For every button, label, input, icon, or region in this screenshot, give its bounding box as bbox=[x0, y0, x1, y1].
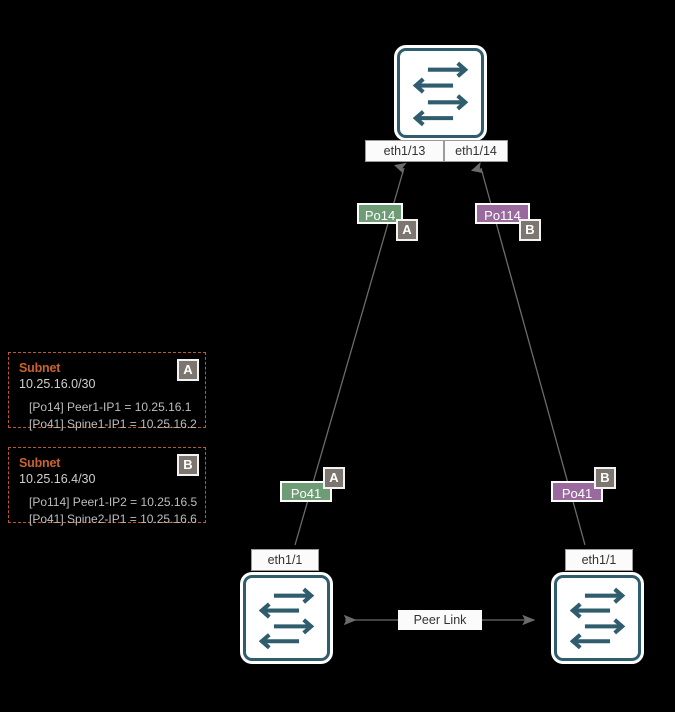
peer-link-label: Peer Link bbox=[398, 610, 482, 630]
switch-icon bbox=[412, 61, 469, 127]
badge-b-downlink: B bbox=[594, 467, 616, 489]
subnet-detail-line: [Po14] Peer1-IP1 = 10.25.16.1 bbox=[29, 400, 192, 414]
leaf-switch-1[interactable] bbox=[243, 575, 330, 661]
subnet-detail-line: [Po41] Spine2-IP1 = 10.25.16.6 bbox=[29, 512, 197, 526]
subnet-cidr: 10.25.16.4/30 bbox=[19, 472, 96, 486]
subnet-detail-line: [Po114] Peer1-IP2 = 10.25.16.5 bbox=[29, 495, 198, 509]
badge-a-downlink: A bbox=[323, 467, 345, 489]
po-label-po14[interactable]: Po14 bbox=[357, 203, 403, 224]
spine-port-eth1-13[interactable]: eth1/13 bbox=[365, 140, 444, 162]
subnet-title: Subnet bbox=[19, 361, 61, 375]
leaf-switch-2[interactable] bbox=[554, 575, 641, 661]
spine-switch[interactable] bbox=[397, 48, 484, 138]
switch-icon bbox=[258, 587, 315, 650]
spine-port-eth1-14[interactable]: eth1/14 bbox=[444, 140, 508, 162]
leaf2-port-eth1-1[interactable]: eth1/1 bbox=[565, 549, 633, 571]
subnet-box-b: Subnet 10.25.16.4/30 [Po114] Peer1-IP2 =… bbox=[8, 447, 206, 526]
badge-b-subnet: B bbox=[177, 454, 199, 476]
switch-icon bbox=[569, 587, 626, 650]
po-label-po114[interactable]: Po114 bbox=[475, 203, 530, 224]
subnet-title: Subnet bbox=[19, 456, 61, 470]
po-label-po41-left[interactable]: Po41 bbox=[280, 481, 332, 502]
subnet-box-a: Subnet 10.25.16.0/30 [Po14] Peer1-IP1 = … bbox=[8, 352, 206, 431]
subnet-cidr: 10.25.16.0/30 bbox=[19, 377, 96, 391]
po-label-po41-right[interactable]: Po41 bbox=[551, 481, 603, 502]
badge-b-uplink: B bbox=[519, 219, 541, 241]
badge-a-subnet: A bbox=[177, 359, 199, 381]
subnet-detail-line: [Po41] Spine1-IP1 = 10.25.16.2 bbox=[29, 417, 197, 431]
leaf1-port-eth1-1[interactable]: eth1/1 bbox=[251, 549, 319, 571]
badge-a-uplink: A bbox=[396, 219, 418, 241]
